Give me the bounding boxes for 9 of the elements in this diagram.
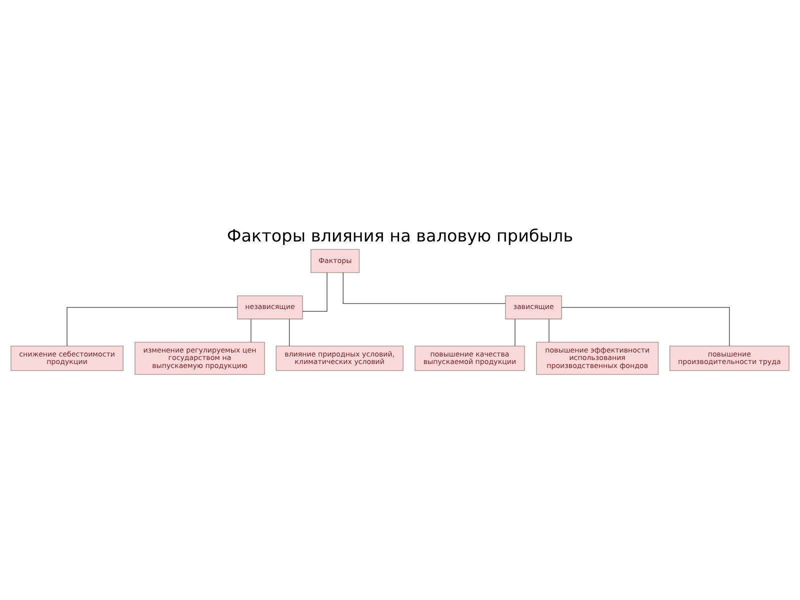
connector [514,318,516,346]
connector [302,272,328,312]
diagram-title: Факторы влияния на валовую прибыль [226,226,574,246]
connector [548,318,550,342]
connector [250,318,252,342]
connector [342,272,506,304]
connector [66,307,238,346]
connector [561,307,730,346]
connector [289,318,290,346]
